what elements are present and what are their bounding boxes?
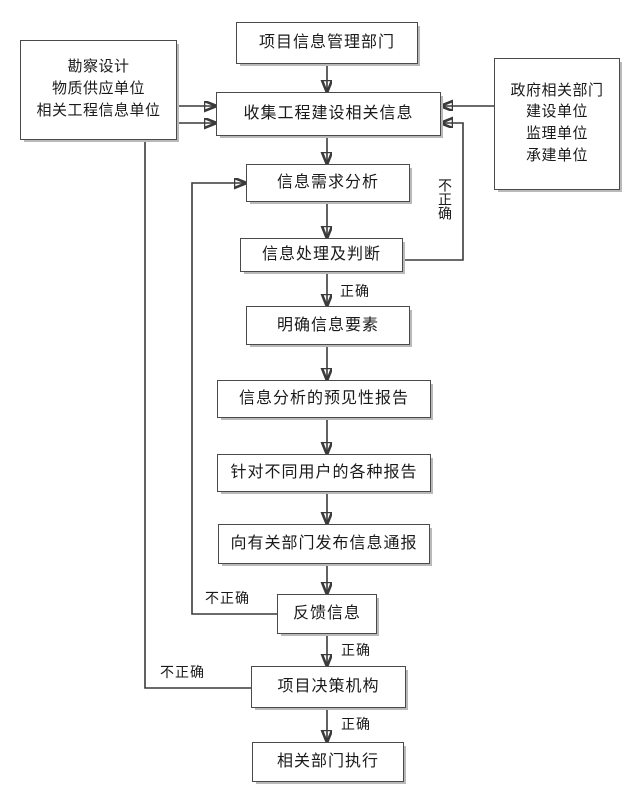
node-label: 信息分析的预见性报告	[238, 390, 409, 408]
node-demand-analysis[interactable]: 信息需求分析	[246, 164, 410, 202]
edge-process-incorrect-to-collect	[403, 123, 464, 261]
node-label-line-4: 承建单位	[525, 147, 588, 164]
node-label: 反馈信息	[292, 605, 361, 623]
node-user-reports[interactable]: 针对不同用户的各种报告	[217, 454, 431, 492]
node-label: 收集工程建设相关信息	[243, 105, 414, 123]
node-clarify-elements[interactable]: 明确信息要素	[246, 306, 410, 345]
node-label: 向有关部门发布信息通报	[230, 535, 418, 553]
edge-label-decision-correct: 正确	[341, 718, 371, 733]
node-forecast-report[interactable]: 信息分析的预见性报告	[217, 380, 431, 418]
node-feedback-info[interactable]: 反馈信息	[277, 594, 377, 634]
node-label-line-2: 物质供应单位	[51, 81, 145, 98]
edge-label-decision-incorrect: 不正确	[160, 666, 205, 681]
node-right-sources[interactable]: 政府相关部门 建设单位 监理单位 承建单位	[494, 58, 620, 190]
edge-label-process-incorrect: 不正确	[436, 178, 451, 220]
node-label: 相关部门执行	[276, 753, 379, 771]
edge-label-process-correct: 正确	[340, 285, 370, 300]
node-label-line-1: 政府相关部门	[510, 82, 604, 99]
node-label-line-3: 监理单位	[525, 126, 588, 142]
node-decision-body[interactable]: 项目决策机构	[251, 666, 406, 708]
node-label: 信息处理及判断	[261, 246, 381, 264]
edge-label-feedback-correct: 正确	[341, 644, 371, 659]
node-label-line-3: 相关工程信息单位	[36, 102, 161, 119]
node-label: 明确信息要素	[276, 316, 379, 334]
node-label: 针对不同用户的各种报告	[230, 464, 418, 482]
node-process-judge[interactable]: 信息处理及判断	[240, 238, 403, 272]
node-label: 项目决策机构	[277, 678, 380, 696]
edge-label-feedback-incorrect: 不正确	[205, 592, 250, 607]
node-collect-info[interactable]: 收集工程建设相关信息	[216, 92, 441, 136]
node-left-sources[interactable]: 勘察设计 物质供应单位 相关工程信息单位	[20, 40, 177, 140]
node-dept-execute[interactable]: 相关部门执行	[252, 742, 404, 782]
node-project-info-dept[interactable]: 项目信息管理部门	[236, 22, 418, 64]
node-label-line-2: 建设单位	[525, 104, 588, 121]
node-label: 项目信息管理部门	[258, 34, 395, 52]
node-publish-bulletin[interactable]: 向有关部门发布信息通报	[218, 524, 430, 564]
node-label: 信息需求分析	[276, 174, 379, 192]
node-label-line-1: 勘察设计	[67, 59, 130, 76]
